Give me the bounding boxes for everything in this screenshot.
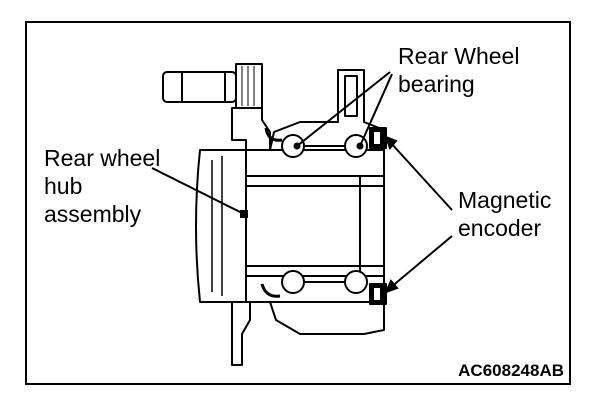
label-line: assembly bbox=[44, 201, 142, 227]
label-line: Rear wheel bbox=[44, 145, 161, 171]
label-line: bearing bbox=[398, 71, 475, 97]
leader-hub bbox=[151, 167, 245, 215]
bearing-ball-upper-inner bbox=[281, 134, 305, 158]
label-line: Magnetic bbox=[458, 187, 552, 213]
leader-bearing-1 bbox=[296, 71, 391, 147]
seal-lower bbox=[260, 283, 281, 298]
bearing-ball-lower-inner bbox=[281, 270, 305, 294]
label-line: hub bbox=[44, 173, 83, 199]
magnetic-encoder-lower bbox=[369, 283, 387, 305]
bearing-outer-race-lower bbox=[269, 301, 385, 335]
leader-encoder-lower bbox=[389, 235, 453, 289]
label-rear-wheel-bearing: Rear Wheel bearing bbox=[398, 42, 519, 98]
figure-frame bbox=[25, 21, 571, 385]
hub-body bbox=[195, 107, 385, 366]
bearing-ball-lower-outer bbox=[344, 270, 368, 294]
label-line: Rear Wheel bbox=[398, 43, 520, 69]
figure-code: AC608248AB bbox=[458, 361, 564, 380]
label-magnetic-encoder: Magnetic encoder bbox=[458, 186, 551, 242]
leader-bearing-2 bbox=[359, 73, 393, 147]
label-line: encoder bbox=[458, 215, 542, 241]
magnetic-encoder-upper bbox=[369, 127, 387, 149]
leader-encoder-upper bbox=[389, 141, 453, 211]
label-rear-wheel-hub-assembly: Rear wheel hub assembly bbox=[44, 144, 160, 228]
wheel-stud bbox=[162, 63, 263, 109]
seal-upper bbox=[264, 127, 283, 142]
